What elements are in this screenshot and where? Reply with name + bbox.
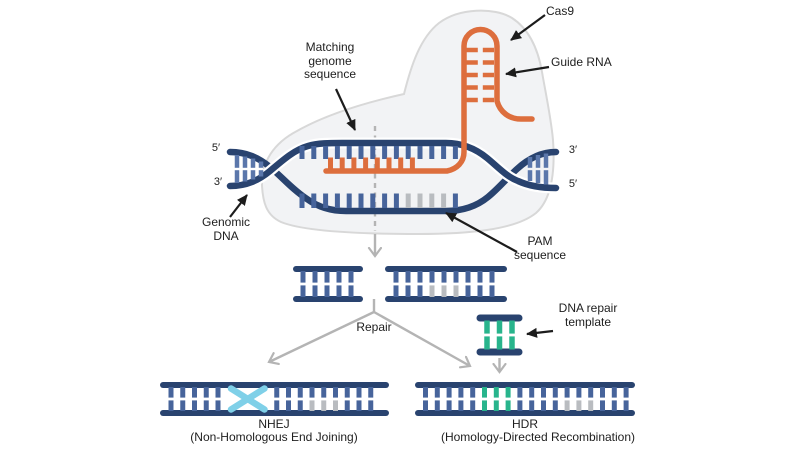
fragment-right (385, 266, 507, 302)
helix-rungs (234, 153, 549, 185)
matching-sequence-label: Matching genome sequence (303, 40, 357, 82)
guide-rna-arrow (505, 65, 550, 78)
repair-template-fragment (476, 314, 523, 356)
genomic-dna-label: Genomic DNA (201, 215, 251, 243)
hdr-ladder (415, 382, 635, 416)
pam-sequence-arrow (445, 212, 518, 253)
fragment-left (293, 266, 363, 302)
repair-label: Repair (356, 320, 392, 334)
bubble-lower-teeth (299, 193, 458, 208)
bubble-upper-teeth (299, 146, 458, 159)
nhej-error-x (227, 385, 268, 413)
three-prime-left-label: 3′ (213, 176, 223, 188)
hdr-full-label: (Homology-Directed Recombination) (440, 430, 636, 444)
nhej-full-label: (Non-Homologous End Joining) (190, 430, 358, 444)
dna-repair-template-label: DNA repair template (558, 301, 618, 329)
pam-sequence-label: PAM sequence (513, 234, 567, 262)
template-label-arrow (526, 327, 554, 338)
dna-strand-b (226, 139, 560, 192)
guide-rna-strand (323, 26, 535, 174)
cas9-protein-blob (260, 9, 555, 236)
cas9-arrow (510, 14, 546, 41)
hdr-label: HDR (512, 417, 538, 431)
flow-arrows (269, 234, 500, 372)
genomic-dna-strands (224, 137, 562, 215)
annotation-arrows (229, 14, 554, 338)
nhej-ladder (160, 382, 389, 416)
five-prime-left-label: 5′ (211, 142, 221, 154)
rna-pairing-teeth (328, 157, 415, 169)
rna-hairpin-rungs (466, 47, 494, 103)
matching-sequence-arrow (335, 88, 356, 131)
genomic-dna-arrow (229, 194, 248, 218)
repair-branch-right-arrow (373, 310, 470, 366)
guide-rna-label: Guide RNA (551, 55, 612, 69)
five-prime-right-label: 5′ (568, 178, 578, 190)
repair-branch-left-arrow (269, 310, 375, 362)
cas9-label: Cas9 (546, 4, 575, 18)
nhej-label: NHEJ (258, 417, 290, 431)
rna-backbone (323, 26, 535, 174)
three-prime-right-label: 3′ (568, 144, 578, 156)
